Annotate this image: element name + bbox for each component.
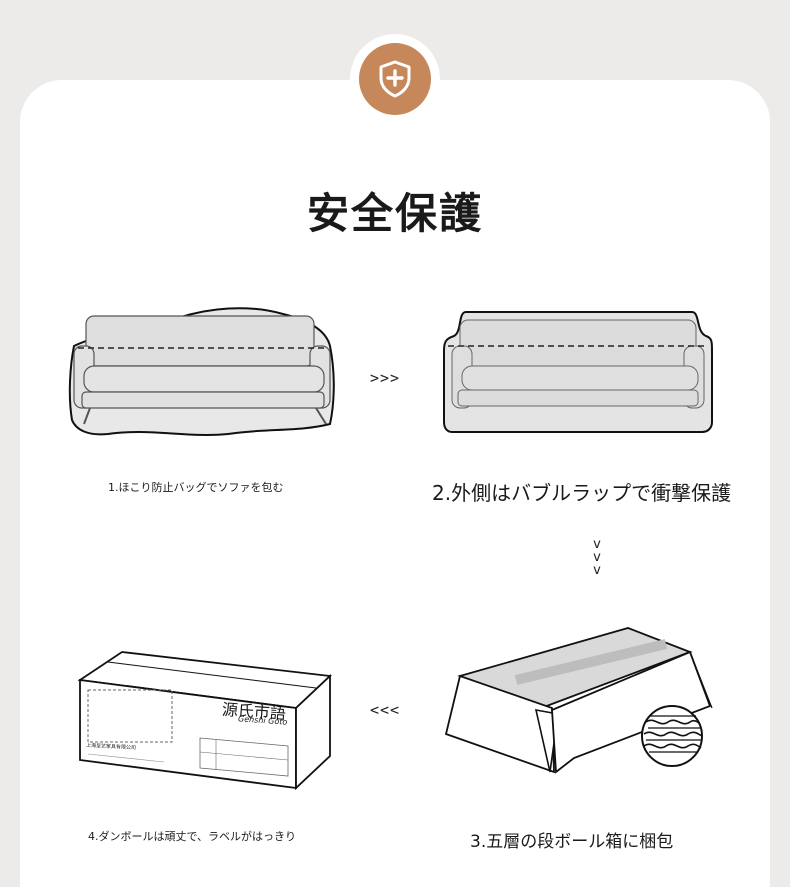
arrow-left: <<<	[370, 701, 401, 719]
page-title: 安全保護	[306, 189, 483, 238]
open-carton-illustration	[444, 627, 713, 774]
sofa-dust-bag-illustration	[68, 307, 335, 436]
arrow-down: v v v	[593, 537, 601, 578]
arrow-right: >>>	[370, 369, 401, 387]
step-1-caption: 1.ほこり防止バッグでソファを包む	[108, 481, 284, 494]
step-2-caption: 2.外側はバブルラップで衝撃保護	[432, 481, 732, 505]
shield-plus-icon	[359, 43, 431, 115]
step-4-caption: 4.ダンボールは頑丈で、ラベルがはっきり	[88, 830, 297, 843]
sofa-bubble-wrap-illustration	[443, 311, 713, 433]
step-3-caption: 3.五層の段ボール箱に梱包	[470, 832, 674, 852]
labelled-carton-illustration	[77, 651, 333, 791]
